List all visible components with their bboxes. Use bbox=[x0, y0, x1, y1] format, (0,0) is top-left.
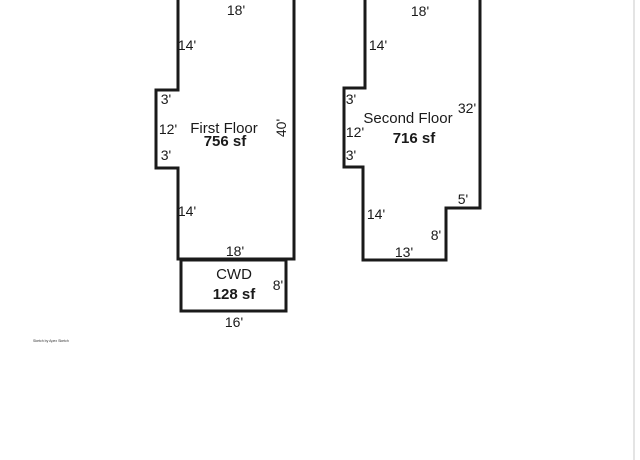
sketch-credit: Sketch by Apex Sketch bbox=[33, 339, 69, 343]
first-floor-title: First Floor bbox=[190, 120, 258, 137]
cwd-bottom-dimension: 16' bbox=[225, 314, 243, 330]
second-floor-outline bbox=[342, 0, 482, 262]
second-floor-area: 716 sf bbox=[393, 130, 437, 147]
first-floor-top-dimension: 18' bbox=[227, 2, 245, 18]
cwd-plan: CWD 128 sf 8' 16' bbox=[179, 258, 288, 330]
second-floor-notch-upper-dimension: 3' bbox=[346, 91, 356, 107]
second-floor-title: Second Floor bbox=[363, 110, 452, 127]
second-floor-notch-lower-dimension: 3' bbox=[346, 147, 356, 163]
second-floor-bottom-dimension: 13' bbox=[395, 244, 413, 260]
first-floor-outline bbox=[154, 0, 296, 261]
first-floor-bottom-dimension: 18' bbox=[226, 243, 244, 259]
first-floor-notch-upper-dimension: 3' bbox=[161, 91, 171, 107]
first-floor-upper-left-dimension: 14' bbox=[178, 37, 196, 53]
first-floor-plan: 18' 14' 3' 12' 3' 14' 40' 18' First Floo… bbox=[154, 0, 296, 261]
cwd-outline bbox=[179, 258, 288, 313]
second-floor-lower-right-dimension: 8' bbox=[431, 227, 441, 243]
cwd-area: 128 sf bbox=[213, 286, 257, 303]
first-floor-right-dimension: 40' bbox=[273, 119, 289, 137]
second-floor-lower-left-dimension: 14' bbox=[367, 206, 385, 222]
second-floor-step-dimension: 5' bbox=[458, 191, 468, 207]
first-floor-notch-lower-dimension: 3' bbox=[161, 147, 171, 163]
cwd-title: CWD bbox=[216, 266, 252, 283]
first-floor-lower-left-dimension: 14' bbox=[178, 203, 196, 219]
first-floor-area: 756 sf bbox=[204, 133, 248, 150]
second-floor-right-dimension: 32' bbox=[458, 100, 476, 116]
second-floor-plan: 18' 14' 3' 12' 3' 32' 5' 14' 8' 13' Seco… bbox=[342, 0, 482, 262]
first-floor-notch-side-dimension: 12' bbox=[159, 121, 177, 137]
second-floor-top-dimension: 18' bbox=[411, 3, 429, 19]
cwd-right-dimension: 8' bbox=[273, 277, 283, 293]
second-floor-upper-left-dimension: 14' bbox=[369, 37, 387, 53]
second-floor-notch-side-dimension: 12' bbox=[346, 124, 364, 140]
